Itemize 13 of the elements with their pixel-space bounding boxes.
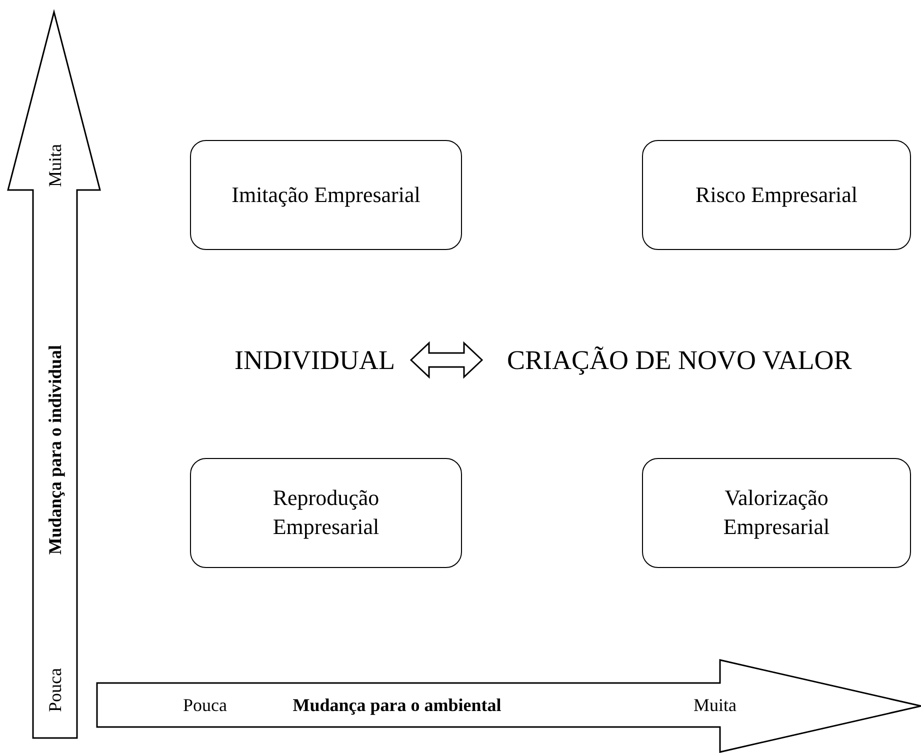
quadrant-box: Imitação Empresarial <box>190 140 462 250</box>
axis-title: Mudança para o individual <box>44 345 66 555</box>
concept-label: CRIAÇÃO DE NOVO VALOR <box>507 344 852 376</box>
quadrant-box: Reprodução Empresarial <box>190 458 462 568</box>
quadrant-box: Valorização Empresarial <box>642 458 911 568</box>
axis-low-label: Pouca <box>183 694 227 716</box>
axis-high-label: Muita <box>44 144 66 186</box>
double-arrow <box>410 341 484 379</box>
axis-title: Mudança para o ambiental <box>292 694 502 716</box>
concept-label: INDIVIDUAL <box>234 344 395 376</box>
axis-low-label: Pouca <box>44 668 66 712</box>
axis-high-label: Muita <box>694 694 736 716</box>
quadrant-box: Risco Empresarial <box>642 140 911 250</box>
